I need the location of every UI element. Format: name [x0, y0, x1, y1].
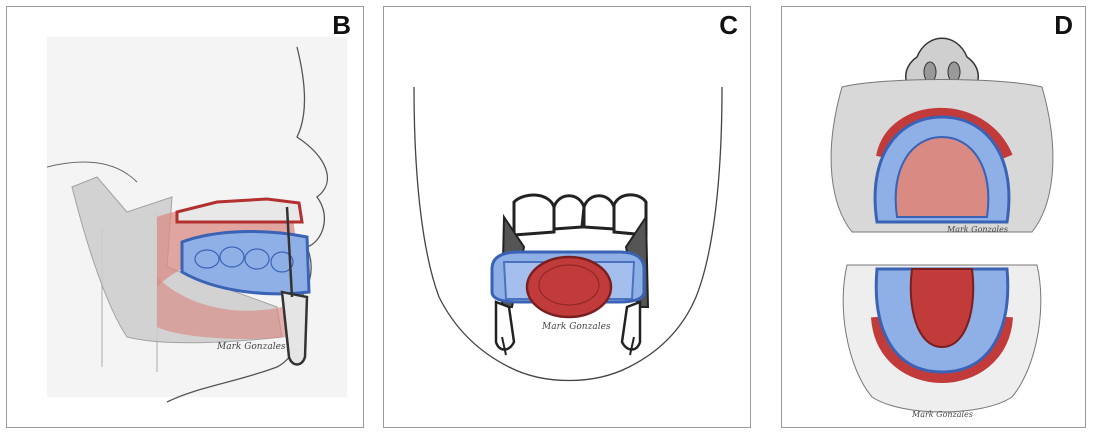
panel-b: B Mark Gonzales	[6, 6, 364, 428]
artist-signature-c: Mark Gonzales	[541, 322, 611, 332]
face-outline	[414, 87, 722, 381]
artist-signature-d-upper: Mark Gonzales	[946, 225, 1008, 234]
artist-signature-d-lower: Mark Gonzales	[911, 410, 973, 419]
lateral-view-illustration: Mark Gonzales	[7, 7, 364, 428]
frontal-view-illustration: Mark Gonzales	[384, 7, 751, 428]
panel-c: C Mark Gonzales	[383, 6, 751, 428]
panel-d: D Mark Gonzales Mark Gonzales	[781, 6, 1086, 428]
artist-signature-b: Mark Gonzales	[216, 342, 286, 352]
occlusal-view-illustration: Mark Gonzales Mark Gonzales	[782, 7, 1086, 428]
